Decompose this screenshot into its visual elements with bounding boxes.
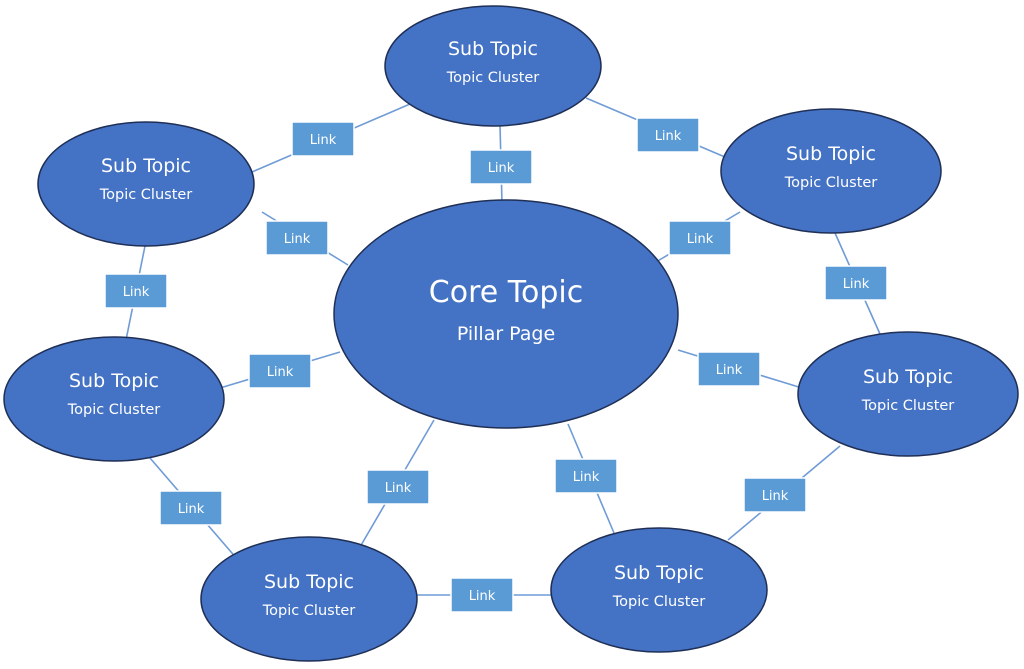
link-label: Link [687, 232, 714, 247]
link-label: Link [716, 363, 743, 378]
link-box: Link [697, 351, 761, 387]
subtopic-subtitle: Topic Cluster [612, 594, 706, 610]
subtopic-subtitle: Topic Cluster [784, 175, 878, 191]
link-label: Link [123, 285, 150, 300]
subtopic-subtitle: Topic Cluster [99, 187, 193, 203]
link-label: Link [488, 161, 515, 176]
link-box: Link [469, 149, 533, 185]
link-box: Link [366, 469, 430, 505]
subtopic-ellipse [720, 108, 942, 234]
link-label: Link [843, 277, 870, 292]
subtopic-node-right: Sub Topic Topic Cluster [797, 331, 1019, 457]
core-topic-ellipse [333, 199, 679, 429]
link-box: Link [265, 220, 329, 256]
subtopic-title: Sub Topic [264, 571, 354, 593]
link-label: Link [284, 232, 311, 247]
link-label: Link [469, 589, 496, 604]
subtopic-title: Sub Topic [786, 143, 876, 165]
subtopic-node-bottom-left: Sub Topic Topic Cluster [200, 536, 418, 662]
link-box: Link [824, 265, 888, 301]
link-box: Link [743, 477, 807, 513]
subtopic-subtitle: Topic Cluster [861, 398, 955, 414]
link-labels: Link Link Link Link Link Link Link Link [104, 117, 888, 613]
subtopic-title: Sub Topic [69, 370, 159, 392]
subtopic-title: Sub Topic [863, 366, 953, 388]
link-label: Link [655, 129, 682, 144]
subtopic-title: Sub Topic [614, 562, 704, 584]
link-box: Link [668, 220, 732, 256]
link-box: Link [248, 353, 312, 389]
subtopic-ellipse [3, 336, 225, 462]
core-topic-title: Core Topic [429, 275, 583, 310]
subtopic-subtitle: Topic Cluster [446, 70, 540, 86]
subtopic-node-upper-left: Sub Topic Topic Cluster [37, 121, 255, 247]
link-box: Link [159, 490, 223, 526]
subtopic-node-top: Sub Topic Topic Cluster [384, 5, 602, 127]
subtopic-ellipse [384, 5, 602, 127]
subtopic-ellipse [550, 527, 768, 653]
link-label: Link [573, 470, 600, 485]
core-topic-node: Core Topic Pillar Page [333, 199, 679, 429]
link-label: Link [385, 481, 412, 496]
link-box: Link [291, 121, 355, 157]
subtopic-node-left: Sub Topic Topic Cluster [3, 336, 225, 462]
subtopic-subtitle: Topic Cluster [67, 402, 161, 418]
link-label: Link [310, 133, 337, 148]
subtopic-node-bottom-right: Sub Topic Topic Cluster [550, 527, 768, 653]
subtopic-ellipse [37, 121, 255, 247]
subtopic-ellipse [200, 536, 418, 662]
subtopic-title: Sub Topic [448, 38, 538, 60]
link-box: Link [554, 458, 618, 494]
link-box: Link [636, 117, 700, 153]
subtopic-subtitle: Topic Cluster [262, 603, 356, 619]
link-box: Link [104, 273, 168, 309]
link-label: Link [267, 365, 294, 380]
link-label: Link [178, 502, 205, 517]
link-label: Link [762, 489, 789, 504]
subtopic-node-upper-right: Sub Topic Topic Cluster [720, 108, 942, 234]
subtopic-title: Sub Topic [101, 155, 191, 177]
subtopic-ellipse [797, 331, 1019, 457]
link-box: Link [450, 577, 514, 613]
core-topic-subtitle: Pillar Page [457, 323, 555, 345]
